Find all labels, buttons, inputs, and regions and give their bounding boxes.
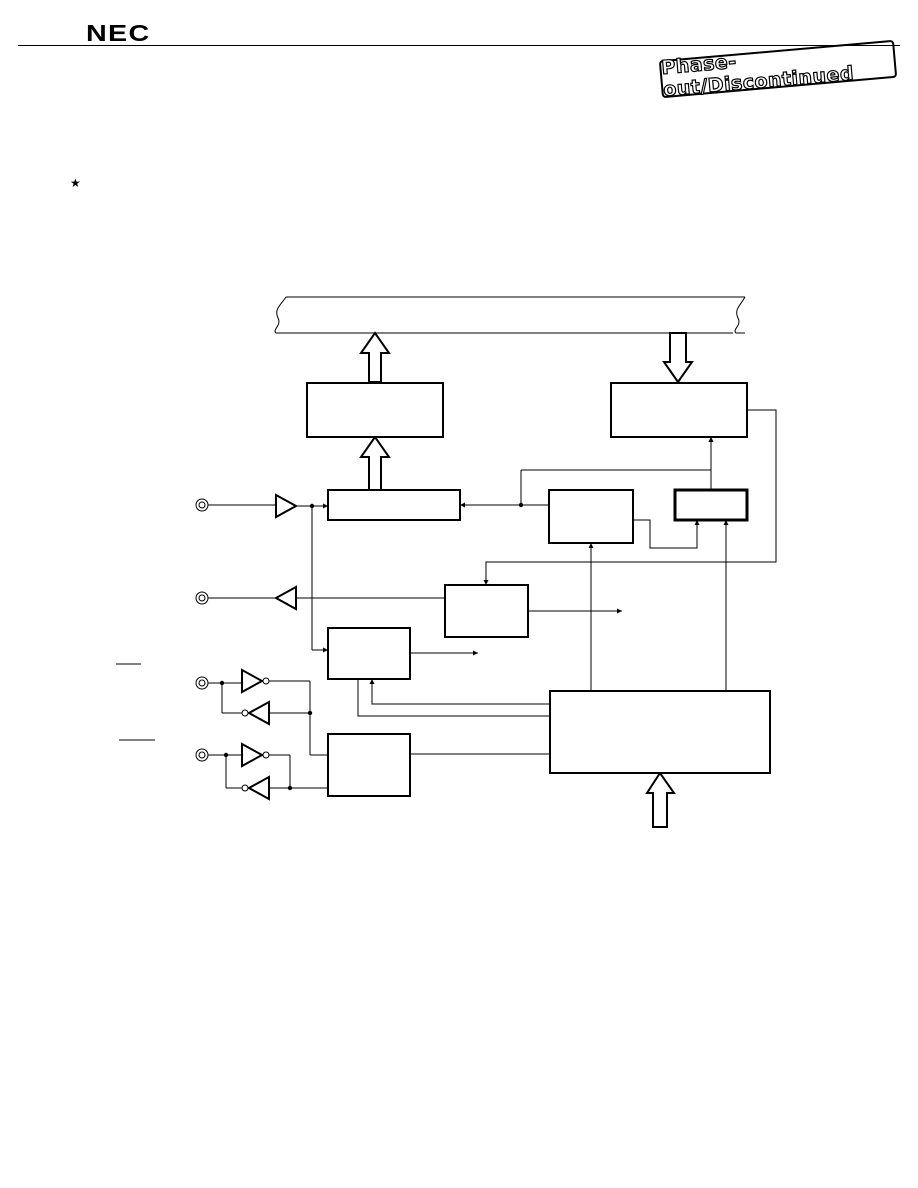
bus-arrow-icon [662, 332, 694, 384]
internal-bus [274, 296, 746, 334]
start-detect-block [327, 627, 411, 680]
receive-buffer-block [306, 382, 444, 438]
pin-terminal-icon [195, 748, 209, 762]
bus-arrow-icon [645, 771, 676, 828]
receive-shift-register-block [327, 489, 461, 521]
transmit-shift-register-block [673, 488, 749, 522]
inverter-icon [241, 700, 270, 726]
signal-wires [208, 409, 777, 789]
transmit-register-block [610, 382, 748, 438]
buffer-icon [273, 585, 297, 611]
receive-control-block [548, 489, 634, 544]
transmit-control-block [444, 584, 529, 638]
header-rule [18, 45, 900, 46]
inverter-icon [241, 668, 270, 694]
junction-dots [219, 502, 524, 791]
clock-control-block [327, 733, 411, 797]
nec-logo: NEC [86, 20, 151, 46]
inverter-icon [241, 775, 270, 801]
baud-rate-generator-block [549, 690, 771, 774]
bus-arrow-icon [359, 331, 391, 383]
star-icon: ★ [70, 176, 81, 190]
inverter-icon [241, 742, 270, 768]
pin-terminal-icon [195, 591, 209, 605]
pin-terminal-icon [195, 676, 209, 690]
pin-terminal-icon [195, 498, 209, 512]
buffer-icon [275, 493, 299, 519]
bus-arrow-icon [359, 435, 391, 491]
